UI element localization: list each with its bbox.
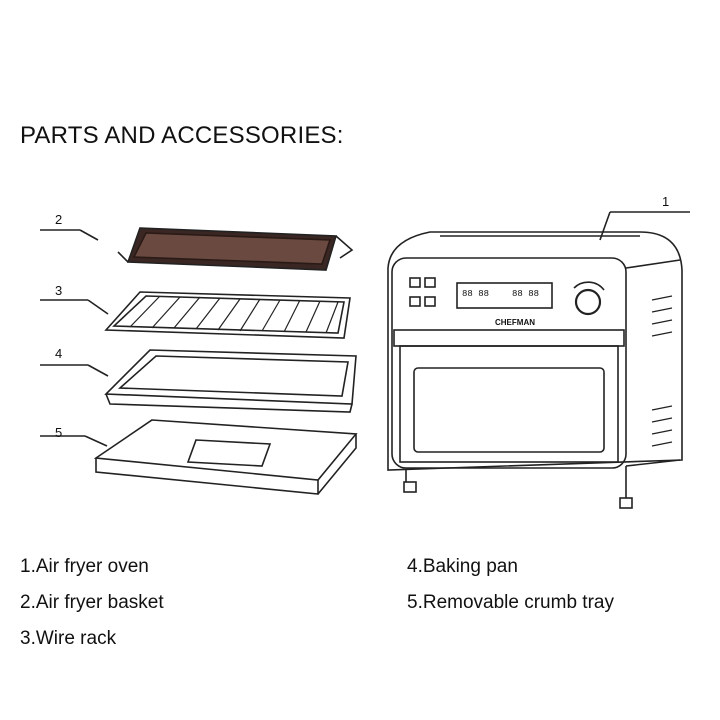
air-fryer-basket (117, 227, 354, 271)
baking-pan (104, 349, 357, 413)
callout-2: 2 (40, 212, 99, 241)
svg-text:4: 4 (55, 346, 62, 361)
caption-baking-pan: 4.Baking pan (407, 556, 518, 577)
oven-brand-logo: CHEFMAN (495, 318, 535, 327)
wire-rack (104, 291, 351, 339)
display-right: 88 88 (512, 289, 539, 299)
svg-text:1: 1 (662, 194, 669, 209)
caption-wire-rack: 3.Wire rack (20, 628, 117, 649)
callout-1: 1 (599, 194, 690, 241)
caption-crumb-tray: 5.Removable crumb tray (407, 592, 614, 613)
caption-air-fryer-oven: 1.Air fryer oven (20, 556, 149, 577)
page-title: PARTS AND ACCESSORIES: (20, 122, 344, 149)
air-fryer-oven (387, 231, 683, 509)
crumb-tray (93, 419, 358, 495)
callout-5: 5 (40, 425, 108, 447)
svg-text:2: 2 (55, 212, 62, 227)
caption-air-fryer-basket: 2.Air fryer basket (20, 592, 164, 613)
svg-text:5: 5 (55, 425, 62, 440)
callout-3: 3 (40, 283, 109, 315)
svg-text:3: 3 (55, 283, 62, 298)
callout-4: 4 (40, 346, 109, 377)
display-left: 88 88 (462, 289, 489, 299)
